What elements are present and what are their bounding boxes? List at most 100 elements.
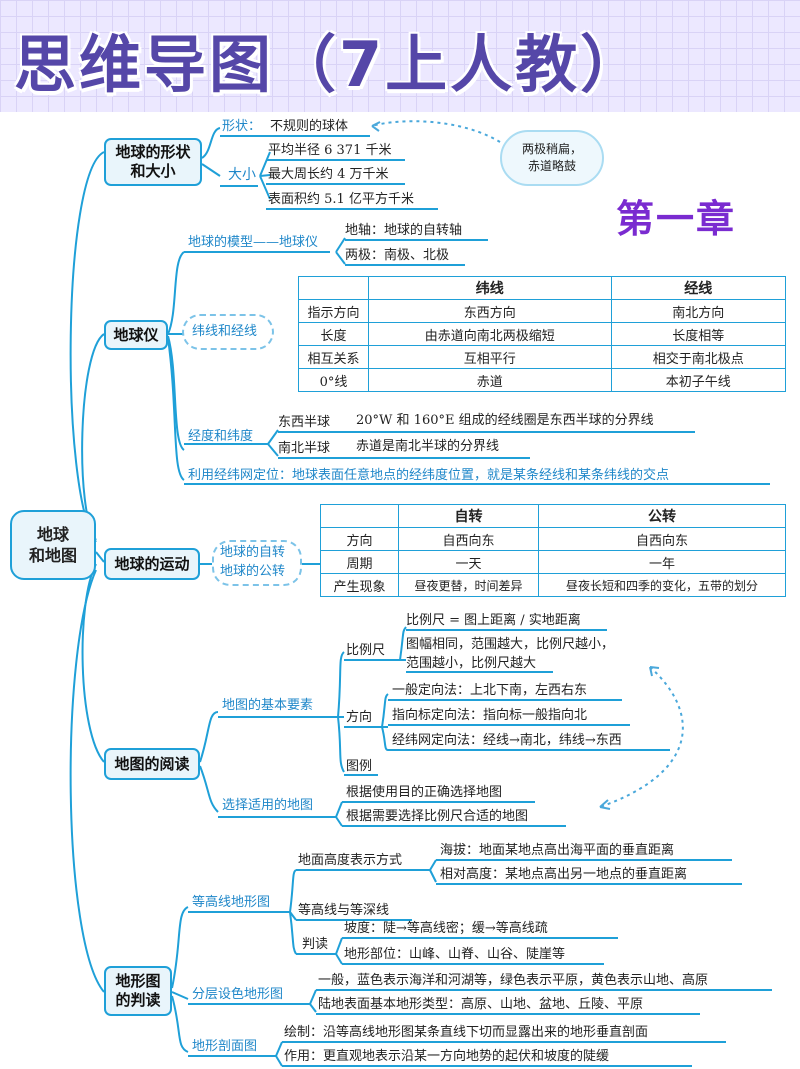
table-row: 长度 由赤道向南北两极缩短 长度相等 <box>298 322 787 346</box>
scale-label: 比例尺 <box>346 643 386 658</box>
node-motion: 地球的运动 <box>104 548 200 580</box>
table-cell <box>298 276 369 300</box>
shape-value: 不规则的球体 <box>270 119 349 134</box>
table-cell: 自西向东 <box>538 527 786 551</box>
choose-map-label: 选择适用的地图 <box>222 798 314 813</box>
basic-elements-label: 地图的基本要素 <box>222 698 314 713</box>
relative-height-def: 相对高度：某地点高出另一地点的垂直距离 <box>440 867 688 882</box>
size-label: 大小 <box>228 167 256 183</box>
table-cell: 一年 <box>538 550 786 574</box>
table-row: 相互关系 互相平行 相交于南北极点 <box>298 345 787 369</box>
table-cell: 产生现象 <box>320 573 399 597</box>
motion-table: 自转 公转 方向 自西向东 自西向东 周期 一天 一年 产生现象 昼夜更替，时间… <box>320 504 786 597</box>
mind-map: 地球 和地图 两极稍扁， 赤道略鼓 第一章 地球的形状 和大小 形状： 不规则的… <box>0 112 800 1069</box>
table-cell: 长度相等 <box>610 322 787 346</box>
chapter-label: 第一章 <box>616 197 737 241</box>
direction-label: 方向 <box>346 710 373 725</box>
table-cell: 0°线 <box>298 368 369 392</box>
shape-label: 形状： <box>222 119 262 134</box>
table-row: 指示方向 东西方向 南北方向 <box>298 299 787 323</box>
page-title: 思维导图（7上人教） <box>14 28 646 101</box>
scale-item-rule2: 范围越小，比例尺越大 <box>406 656 537 671</box>
profile-use: 作用：更直观地表示沿某一方向地势的起伏和坡度的陡缓 <box>284 1049 610 1064</box>
layer-color-map-label: 分层设色地形图 <box>192 987 284 1002</box>
table-cell: 方向 <box>320 527 399 551</box>
choose-item-purpose: 根据使用目的正确选择地图 <box>346 785 503 800</box>
table-cell: 昼夜长短和四季的变化，五带的划分 <box>538 573 786 597</box>
table-cell: 相交于南北极点 <box>610 345 787 369</box>
table-row: 周期 一天 一年 <box>320 550 786 574</box>
motion-table-header: 自转 公转 <box>320 504 786 528</box>
cloud-note: 两极稍扁， 赤道略鼓 <box>500 130 604 186</box>
choose-item-scale: 根据需要选择比例尺合适的地图 <box>346 809 529 824</box>
table-cell: 指示方向 <box>298 299 369 323</box>
size-item-area: 表面积约 5.1 亿平方千米 <box>268 192 414 207</box>
table-cell: 自西向东 <box>398 527 539 551</box>
table-cell: 经线 <box>610 276 787 300</box>
node-globe: 地球仪 <box>104 320 168 350</box>
node-map-reading: 地图的阅读 <box>104 748 200 780</box>
altitude-def: 海拔：地面某地点高出海平面的垂直距离 <box>440 843 675 858</box>
root-node: 地球 和地图 <box>10 510 96 580</box>
node-terrain-map-label: 地形图 的判读 <box>115 972 161 1009</box>
legend-label: 图例 <box>346 759 373 774</box>
north-south-desc: 赤道是南北半球的分界线 <box>356 439 500 454</box>
scale-item-rule1: 图幅相同，范围越大，比例尺越小， <box>406 637 615 652</box>
profile-map-label: 地形剖面图 <box>192 1039 258 1054</box>
slope-rule: 坡度：陡→等高线密；缓→等高线疏 <box>344 921 548 936</box>
table-row: 0°线 赤道 本初子午线 <box>298 368 787 392</box>
direction-item-pointer: 指向标定向法：指向标一般指向北 <box>392 708 588 723</box>
scale-item-formula: 比例尺 = 图上距离 / 实地距离 <box>406 613 581 628</box>
node-shape-size-label: 地球的形状 和大小 <box>115 143 191 180</box>
lat-lon-table: 纬线 经线 指示方向 东西方向 南北方向 长度 由赤道向南北两极缩短 长度相等 … <box>298 276 787 392</box>
motion-bubble <box>212 540 302 586</box>
direction-item-general: 一般定向法：上北下南，左西右东 <box>392 683 588 698</box>
table-cell: 纬线 <box>368 276 612 300</box>
grid-positioning: 利用经纬网定位：地球表面任意地点的经纬度位置，就是某条经线和某条纬线的交点 <box>188 468 670 483</box>
layer-color-rule: 一般，蓝色表示海洋和河湖等，绿色表示平原，黄色表示山地、高原 <box>318 973 709 988</box>
lat-lon-bubble <box>182 314 274 350</box>
contour-map-label: 等高线地形图 <box>192 895 271 910</box>
north-south-hemisphere: 南北半球 <box>278 441 331 456</box>
globe-axis: 地轴：地球的自转轴 <box>345 223 463 238</box>
terrain-parts: 地形部位：山峰、山脊、山谷、陡崖等 <box>344 947 566 962</box>
node-terrain-map: 地形图 的判读 <box>104 966 172 1016</box>
table-cell: 本初子午线 <box>610 368 787 392</box>
table-cell: 一天 <box>398 550 539 574</box>
table-row: 产生现象 昼夜更替，时间差异 昼夜长短和四季的变化，五带的划分 <box>320 573 786 597</box>
judge-label: 判读 <box>302 937 329 952</box>
east-west-hemisphere: 东西半球 <box>278 415 331 430</box>
profile-draw: 绘制：沿等高线地形图某条直线下切而显露出来的地形垂直剖面 <box>284 1025 649 1040</box>
size-item-circumference: 最大周长约 4 万千米 <box>268 167 389 182</box>
cloud-note-text: 两极稍扁， 赤道略鼓 <box>521 142 582 173</box>
lat-lon-table-header: 纬线 经线 <box>298 276 787 300</box>
size-item-radius: 平均半径 6 371 千米 <box>268 143 392 158</box>
node-shape-size: 地球的形状 和大小 <box>104 138 202 186</box>
table-cell: 自转 <box>398 504 539 528</box>
title-banner: 思维导图（7上人教） <box>0 0 800 112</box>
lat-lon-label: 纬线和经线 <box>192 324 258 339</box>
hemisphere-label: 经度和纬度 <box>188 429 254 444</box>
table-cell: 长度 <box>298 322 369 346</box>
table-cell: 赤道 <box>368 368 612 392</box>
table-cell <box>320 504 399 528</box>
root-label: 地球 和地图 <box>28 525 77 565</box>
contour-lines-label: 等高线与等深线 <box>298 903 390 918</box>
table-cell: 南北方向 <box>610 299 787 323</box>
landform-types: 陆地表面基本地形类型：高原、山地、盆地、丘陵、平原 <box>318 997 644 1012</box>
connector-lines <box>69 120 772 1067</box>
globe-poles: 两极：南极、北极 <box>345 248 450 263</box>
table-cell: 互相平行 <box>368 345 612 369</box>
globe-model-label: 地球的模型——地球仪 <box>188 235 319 250</box>
table-cell: 相互关系 <box>298 345 369 369</box>
motion-rotation: 地球的自转 <box>220 545 286 560</box>
table-cell: 昼夜更替，时间差异 <box>398 573 539 597</box>
height-methods-label: 地面高度表示方式 <box>298 853 403 868</box>
table-row: 方向 自西向东 自西向东 <box>320 527 786 551</box>
east-west-desc: 20°W 和 160°E 组成的经线圈是东西半球的分界线 <box>356 413 654 428</box>
table-cell: 由赤道向南北两极缩短 <box>368 322 612 346</box>
motion-revolution: 地球的公转 <box>220 564 286 579</box>
table-cell: 周期 <box>320 550 399 574</box>
direction-item-grid: 经纬网定向法：经线→南北，纬线→东西 <box>392 733 622 748</box>
table-cell: 公转 <box>538 504 786 528</box>
